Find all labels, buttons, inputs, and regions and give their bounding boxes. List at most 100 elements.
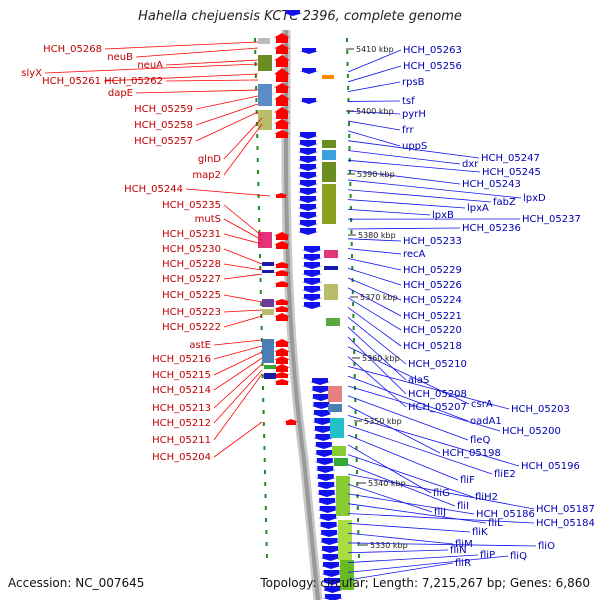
tick-mark [348,146,351,150]
left-leader-line [223,315,263,328]
right-leader-line [347,513,535,524]
right-leader-line [347,375,469,422]
left-gene-label: HCH_05228 [162,259,221,270]
tick-mark [262,386,265,390]
reverse-gene-arrow [316,490,337,497]
left-gene-label: HCH_05262 [104,76,163,87]
forward-gene-arrow [274,356,290,364]
left-leader-line [223,273,263,280]
right-leader-line [347,297,402,331]
reverse-gene-arrow [314,450,335,457]
right-gene-label: HCH_05198 [442,448,501,459]
gene-block [324,284,338,300]
gene-block [336,476,350,516]
right-gene-label: uppS [402,141,427,152]
tick-mark [264,494,267,498]
forward-gene-arrow [274,348,290,356]
right-gene-label: dxr [462,159,479,170]
forward-gene-arrow [274,83,290,93]
left-gene-label: HCH_05212 [152,418,211,429]
forward-gene-arrow [274,68,290,82]
reverse-gene-arrow [302,246,322,253]
tick-mark [255,110,258,114]
right-gene-label: HCH_05245 [482,167,541,178]
tick-mark [265,518,268,522]
reverse-gene-arrow [298,196,318,203]
reverse-gene-arrow [315,474,336,481]
left-leader-line [213,373,263,441]
left-gene-label: HCH_05261 [42,76,101,87]
tick-mark [350,242,353,246]
reverse-gene-arrow [312,418,333,425]
tick-mark [349,170,352,174]
tick-mark [262,410,265,414]
gene-block [262,262,274,266]
right-leader-line [347,267,402,286]
left-gene-label: HCH_05216 [152,354,211,365]
gene-block [322,150,336,160]
left-gene-label: HCH_05230 [162,244,221,255]
tick-mark [352,338,355,342]
gene-block [340,560,354,590]
gene-block [262,299,274,307]
reverse-gene-arrow [321,562,342,569]
reverse-gene-arrow [298,164,318,171]
tick-mark [349,182,352,186]
right-leader-line [347,307,402,347]
right-leader-line [347,150,461,165]
right-leader-line [347,473,535,510]
left-leader-line [213,351,263,376]
left-leader-line [213,369,263,424]
left-leader-line [213,363,263,409]
right-leader-line [347,503,487,524]
right-leader-line [347,522,471,533]
right-leader-line [347,336,407,395]
tick-mark [261,362,264,366]
left-leader-line [165,59,259,66]
forward-gene-arrow [284,419,298,425]
forward-gene-arrow [274,270,290,276]
reverse-gene-arrow [315,466,336,473]
right-leader-line [347,554,479,563]
tick-mark [351,290,354,294]
right-leader-line [347,248,402,255]
tick-mark [350,230,353,234]
left-gene-label: mutS [195,214,221,225]
coordinate-label: 5360 kbp [362,354,400,363]
right-leader-line [347,542,537,547]
tick-mark [259,278,262,282]
left-gene-label: slyX [21,68,42,79]
right-gene-label: fliJ [434,507,446,518]
right-leader-line [347,179,522,199]
right-gene-label: tsf [402,96,415,107]
reverse-gene-arrow [318,522,339,529]
left-leader-line [195,111,259,142]
tick-mark [262,398,265,402]
reverse-gene-arrow [313,434,334,441]
reverse-gene-arrow [316,482,337,489]
tick-mark [356,494,359,498]
tick-mark [354,422,357,426]
forward-gene-arrow [274,313,290,321]
gene-block [264,365,276,369]
right-gene-label: fliM [455,539,473,550]
tick-mark [346,50,349,54]
reverse-gene-arrow [322,586,343,593]
right-leader-line [347,81,401,93]
left-gene-label: HCH_05204 [152,452,211,463]
tick-mark [346,38,348,42]
right-leader-line [347,130,401,147]
right-gene-label: fleQ [470,435,490,446]
reverse-gene-arrow [322,578,342,585]
left-gene-label: HCH_05257 [134,136,193,147]
tick-mark [262,422,265,426]
gene-block [258,84,272,106]
tick-mark [356,482,359,486]
tick-mark [257,194,260,198]
tick-mark [353,362,356,366]
reverse-gene-arrow [302,262,322,269]
reverse-gene-arrow [300,98,318,104]
reverse-gene-arrow [298,148,318,155]
left-gene-label: map2 [192,170,221,181]
